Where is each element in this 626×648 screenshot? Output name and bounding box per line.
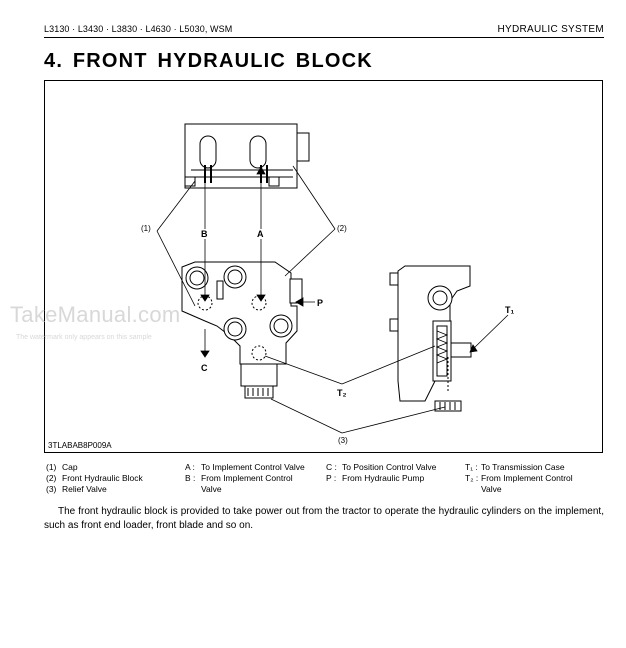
legend-value: From Implement Control: [481, 473, 573, 483]
legend-col-1: (1) Cap (2) Front Hydraulic Block (3) Relie…: [46, 462, 143, 495]
legend-value: Front Hydraulic Block: [62, 473, 143, 483]
legend-key: A :: [185, 462, 195, 472]
legend-col-4: T₁ :To Transmission Case T₂ :From Implem…: [465, 462, 573, 495]
header-section: HYDRAULIC SYSTEM: [497, 24, 604, 35]
legend-key: T₂ :: [465, 473, 479, 483]
legend-value: To Position Control Valve: [342, 462, 437, 472]
legend-key: C :: [326, 462, 337, 472]
legend-key: T₁ :: [465, 462, 478, 472]
front-hydraulic-block-left: [181, 261, 303, 399]
legend-value: Valve: [481, 484, 502, 494]
callout-P: P: [317, 298, 323, 308]
callout-3: (3): [338, 436, 348, 445]
legend-value: Valve: [201, 484, 222, 494]
legend-value: From Implement Control: [201, 473, 293, 483]
legend-value: Relief Valve: [62, 484, 107, 494]
callout-1: (1): [141, 224, 151, 233]
page-title: 4. FRONT HYDRAULIC BLOCK: [44, 50, 373, 72]
callout-T2: T₂: [337, 388, 347, 398]
legend-key: (1): [46, 462, 57, 472]
legend-key: P :: [326, 473, 337, 483]
callout-B: B: [201, 229, 208, 239]
front-hydraulic-block-right: [389, 265, 472, 412]
callout-T1: T₁: [505, 305, 514, 315]
callout-leaders: [156, 165, 509, 434]
header-models: L3130 · L3430 · L3830 · L4630 · L5030, W…: [44, 24, 233, 34]
legend-value: To Transmission Case: [481, 462, 565, 472]
header-rule: [44, 37, 604, 38]
cap-block-top: [184, 123, 310, 189]
legend-col-2: A : To Implement Control Valve B : From Im…: [185, 462, 305, 495]
watermark-note: The watermark only appears on this sampl…: [16, 334, 152, 341]
legend-value: Cap: [62, 462, 78, 472]
description-paragraph: The front hydraulic block is provided to…: [44, 506, 604, 531]
legend-value: To Implement Control Valve: [201, 462, 305, 472]
callout-C: C: [201, 363, 208, 373]
legend-col-3: C : To Position Control Valve P : From Hyd…: [326, 462, 436, 484]
callout-2: (2): [337, 224, 347, 233]
legend-key: B :: [185, 473, 196, 483]
callout-A: A: [257, 229, 264, 239]
legend-key: (2): [46, 473, 57, 483]
legend-value: From Hydraulic Pump: [342, 473, 425, 483]
hydraulic-block-figure: (1) (2) (3) A B C P T₁ T₂ 3TLABAB8P009A: [44, 80, 603, 453]
hydraulic-block-diagram: (1) (2) (3) A B C P T₁ T₂: [141, 123, 514, 445]
watermark: TakeManual.com: [10, 302, 181, 327]
legend-key: (3): [46, 484, 57, 494]
figure-code: 3TLABAB8P009A: [48, 441, 112, 450]
